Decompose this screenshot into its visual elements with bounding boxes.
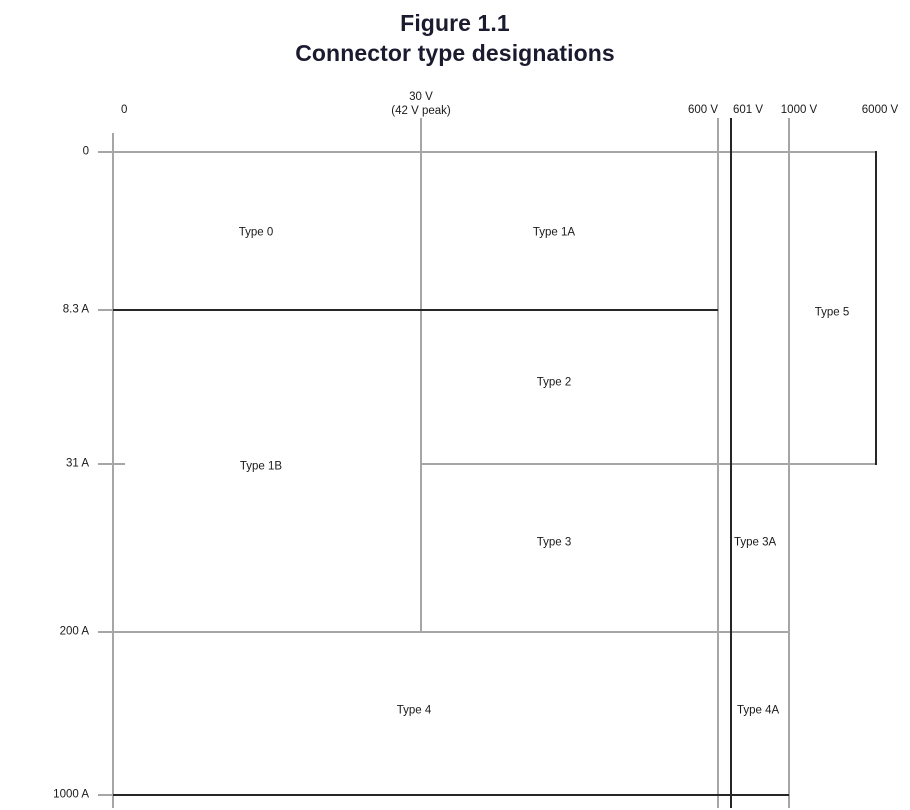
y-axis-label-0: 0 [82,145,89,158]
cell-label-type-3a: Type 3A [734,536,777,549]
figure-title-block: Figure 1.1 Connector type designations [0,8,910,68]
figure-title-line-2: Connector type designations [295,40,615,66]
cell-label-type-4a: Type 4A [737,704,780,717]
cell-label-type-1b: Type 1B [239,460,283,473]
cell-label-type-0: Type 0 [238,226,274,239]
x-axis-label-600v: 600 V [687,104,719,116]
x-axis-label-601v: 601 V [732,104,764,116]
x-axis-label-30v: 30 V [409,91,433,103]
cell-label-type-4: Type 4 [396,704,432,717]
cell-label-type-2: Type 2 [536,376,572,389]
x-axis-label-6000v: 6000 V [861,104,899,116]
y-axis-label-200a: 200 A [59,625,89,638]
cell-label-type-1a: Type 1A [532,226,576,239]
x-axis-label-30v-group: 30 V (42 V peak) [391,90,450,118]
cell-label-type-5: Type 5 [814,306,850,319]
grid-lines-light [98,118,876,808]
y-axis-label-1000a: 1000 A [53,788,89,801]
x-axis-label-42v-peak: (42 V peak) [391,105,451,117]
y-axis-label-31a: 31 A [65,457,89,470]
x-axis-label-1000v: 1000 V [780,104,818,116]
y-axis-label-8-3a: 8.3 A [62,303,89,316]
cell-label-type-3: Type 3 [536,536,572,549]
grid-lines-dark [113,118,877,808]
figure-title-line-1: Figure 1.1 [400,10,510,36]
x-axis-label-0: 0 [121,104,128,116]
